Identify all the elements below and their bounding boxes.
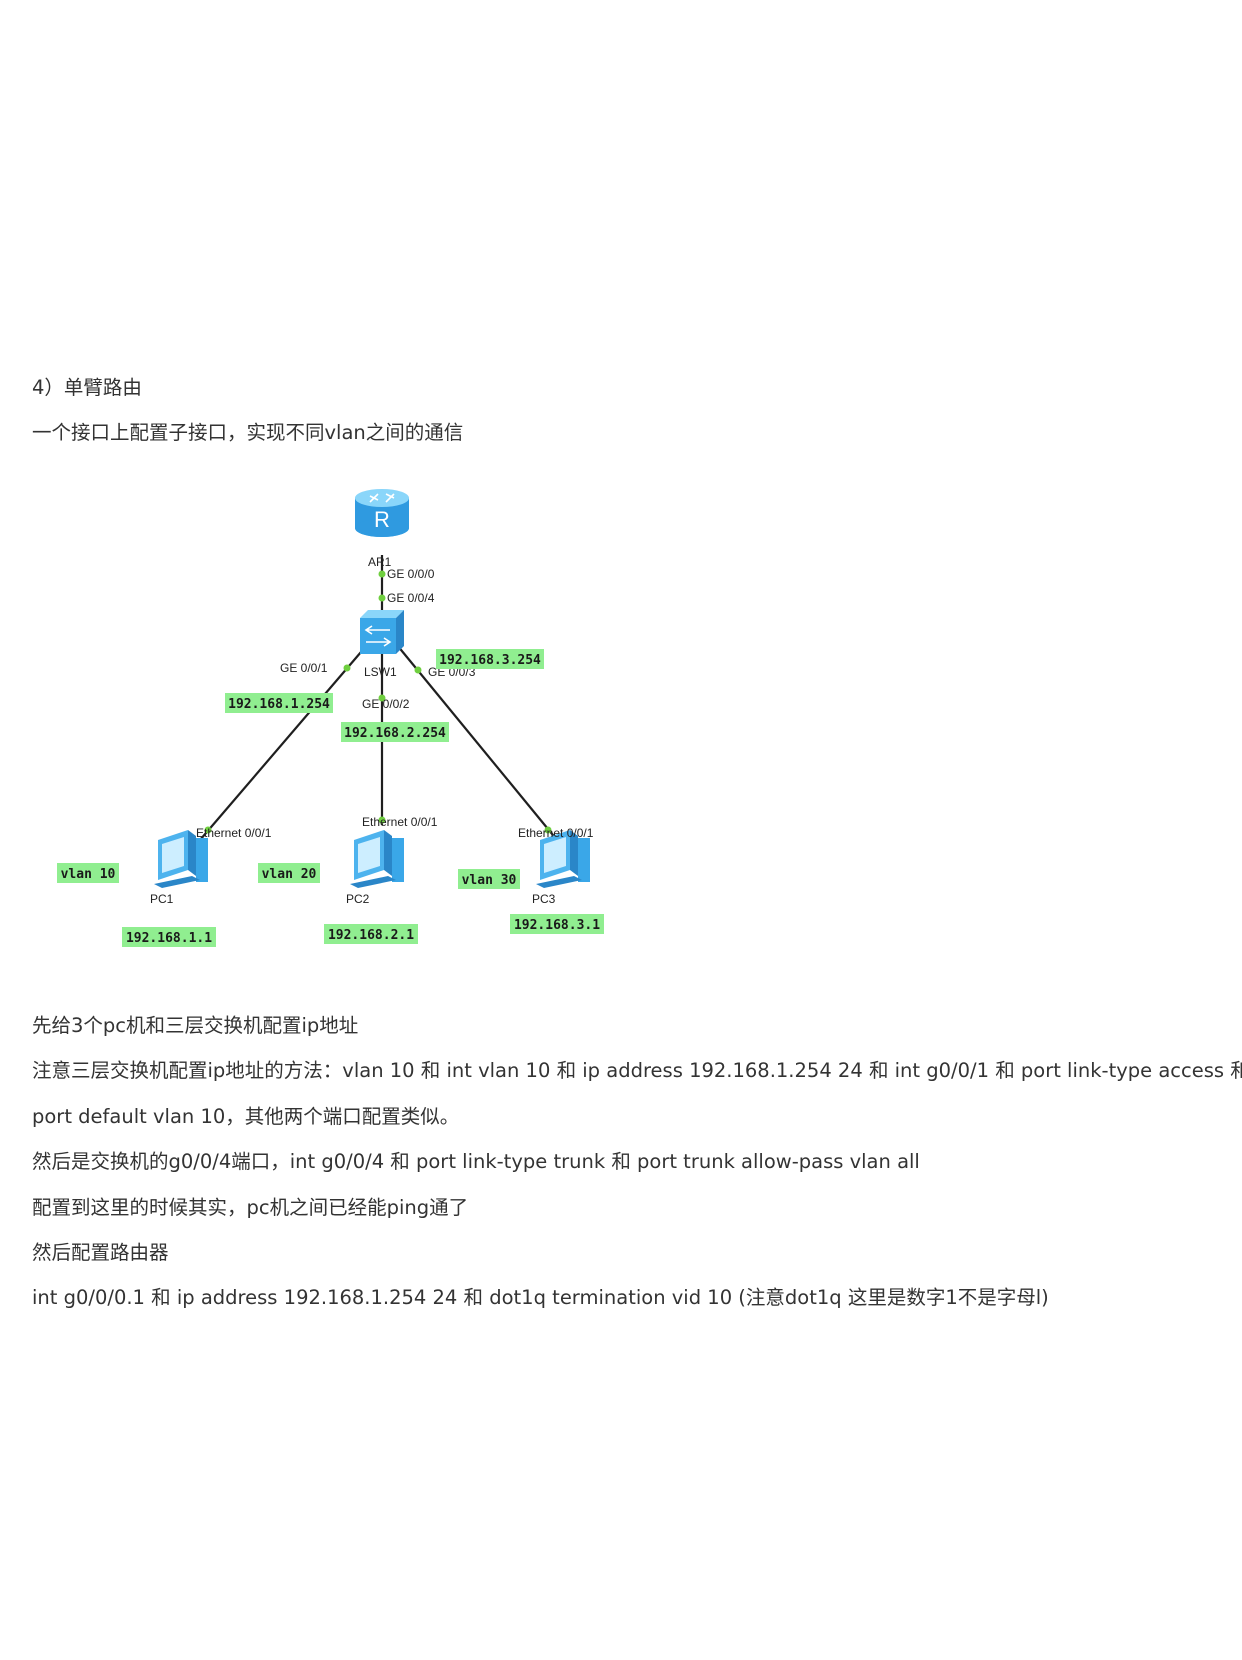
router-port-label: GE 0/0/0 (387, 567, 435, 581)
paragraph-ip-config: 先给3个pc机和三层交换机配置ip地址 (32, 1014, 359, 1037)
pc3-icon (536, 830, 590, 888)
switch-icon (360, 610, 404, 654)
router-name: AR1 (368, 555, 392, 569)
switch-ip1-box (225, 693, 333, 713)
port-dot-switch-3 (414, 666, 422, 674)
paragraph-subinterface: int g0/0/0.1 和 ip address 192.168.1.254 … (32, 1286, 1049, 1309)
link-switch-pc3 (396, 644, 558, 841)
switch-ip3: 192.168.3.254 (439, 653, 541, 668)
switch-ip2: 192.168.2.254 (344, 726, 446, 741)
port-dot-switch-2 (378, 694, 386, 702)
paragraph-ping-note: 配置到这里的时候其实，pc机之间已经能ping通了 (32, 1196, 469, 1219)
pc1-port-label: Ethernet 0/0/1 (196, 826, 272, 840)
port-dot-pc2 (378, 816, 386, 824)
paragraph-trunk-port: 然后是交换机的g0/0/4端口，int g0/0/4 和 port link-t… (32, 1150, 920, 1173)
pc3-vlan: vlan 30 (462, 873, 517, 888)
router-icon: R (355, 489, 409, 537)
pc2-vlan-box (258, 863, 320, 883)
switch-ip2-box (341, 722, 449, 742)
pc2-vlan: vlan 20 (262, 867, 317, 882)
section-heading: 4）单臂路由 (32, 376, 142, 399)
pc3-vlan-box (458, 869, 520, 889)
port-dot-switch-uplink (378, 594, 386, 602)
pc1-vlan: vlan 10 (61, 867, 116, 882)
port-dot-switch-1 (343, 664, 351, 672)
pc3-port-label: Ethernet 0/0/1 (518, 826, 594, 840)
pc2-name: PC2 (346, 892, 370, 906)
port-dot-pc3 (544, 826, 552, 834)
switch-ip1: 192.168.1.254 (228, 697, 330, 712)
link-switch-pc1 (199, 644, 368, 841)
pc1-icon (154, 830, 208, 888)
router-glyph: R (374, 507, 390, 532)
pc3-ip-box (510, 914, 604, 934)
paragraph-router-config: 然后配置路由器 (32, 1241, 169, 1264)
paragraph-switch-method: 注意三层交换机配置ip地址的方法：vlan 10 和 int vlan 10 和… (32, 1059, 1242, 1082)
pc2-ip-box (324, 924, 418, 944)
section-subtitle: 一个接口上配置子接口，实现不同vlan之间的通信 (32, 421, 464, 444)
paragraph-switch-method-cont: port default vlan 10，其他两个端口配置类似。 (32, 1105, 460, 1128)
pc3-ip: 192.168.3.1 (514, 918, 600, 933)
switch-port2-label: GE 0/0/2 (362, 697, 410, 711)
network-topology-diagram: R AR1 GE 0/0/0 GE 0/0/4 LSW1 GE 0/0/1 GE… (57, 489, 604, 947)
pc2-icon (350, 830, 404, 888)
switch-uplink-port-label: GE 0/0/4 (387, 591, 435, 605)
pc1-vlan-box (57, 863, 119, 883)
port-dot-pc1 (204, 826, 212, 834)
switch-port1-label: GE 0/0/1 (280, 661, 328, 675)
port-dot-router (378, 570, 386, 578)
pc3-name: PC3 (532, 892, 556, 906)
switch-name: LSW1 (364, 665, 397, 679)
pc1-name: PC1 (150, 892, 174, 906)
switch-ip3-box (436, 649, 544, 669)
pc2-ip: 192.168.2.1 (328, 928, 414, 943)
pc2-port-label: Ethernet 0/0/1 (362, 815, 438, 829)
pc1-ip: 192.168.1.1 (126, 931, 212, 946)
pc1-ip-box (122, 927, 216, 947)
